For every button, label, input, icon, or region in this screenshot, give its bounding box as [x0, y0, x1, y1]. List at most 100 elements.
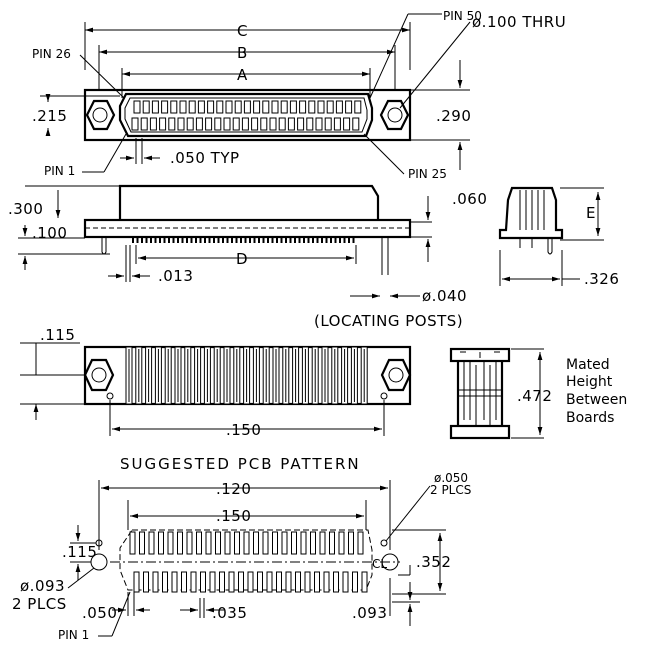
pcb-pattern: SUGGESTED PCB PATTERN .120 .150 CL ø.050…	[12, 455, 471, 642]
pcb-pad	[148, 531, 155, 555]
pin-tail	[325, 237, 328, 243]
top-pin	[297, 117, 305, 131]
top-pin	[271, 100, 279, 114]
top-pin	[241, 117, 249, 131]
label-pin1-bottom: PIN 1	[58, 628, 89, 642]
pcb-pad	[361, 571, 368, 593]
front-view: .300 .100 .060 D .013 ø.040 (LOCATING PO…	[8, 184, 487, 330]
label-hole-dia: ø.093	[20, 577, 65, 595]
mount-hole-right	[381, 553, 399, 571]
pin-tail	[303, 237, 305, 243]
top-pin	[324, 117, 332, 131]
top-pin	[315, 117, 323, 131]
top-pin	[216, 100, 224, 114]
top-pin	[159, 117, 167, 131]
pin-tail	[312, 237, 314, 243]
pcb-pad	[238, 571, 244, 593]
pin-row-lower	[131, 117, 360, 131]
pin-tail	[267, 237, 269, 243]
front-shell	[118, 184, 380, 220]
pcb-pad	[348, 531, 354, 555]
pcb-pad	[171, 571, 178, 593]
side-view: E .326	[498, 186, 619, 288]
top-pin	[306, 117, 314, 131]
dim-060: .060	[452, 190, 487, 208]
top-pin	[140, 117, 148, 131]
top-pin	[280, 100, 288, 114]
pin-tail	[298, 237, 301, 243]
dim-c: C	[237, 22, 248, 40]
pin-tail	[181, 237, 184, 243]
dim-d: D	[236, 250, 248, 268]
dim-215: .215	[32, 107, 67, 125]
pcb-pad	[190, 571, 197, 593]
pin-tail	[154, 237, 157, 243]
pcb-pad	[257, 571, 263, 593]
pcb-pad	[228, 571, 235, 593]
dim-120: .120	[216, 480, 251, 498]
pcb-pad	[224, 531, 231, 555]
pin-tail	[334, 237, 337, 243]
top-flange	[83, 88, 412, 142]
hex-nut-right	[379, 99, 410, 131]
pcb-pad	[181, 571, 187, 593]
pcb-pad	[139, 531, 145, 555]
top-pin	[207, 100, 215, 114]
pcb-pad	[333, 571, 339, 593]
top-pin	[253, 100, 261, 114]
label-boards: Boards	[566, 410, 614, 426]
dim-150b: .150	[216, 507, 251, 525]
pcb-pads	[129, 531, 368, 593]
pin-tail	[343, 237, 346, 243]
pcb-pad	[133, 571, 140, 593]
pin-tail	[136, 237, 139, 243]
side-body	[498, 186, 564, 240]
bottom-hex-right	[380, 358, 412, 392]
pin-tail	[213, 237, 215, 243]
pcb-pad	[143, 571, 149, 593]
top-pin	[177, 117, 185, 131]
label-height: Height	[566, 374, 613, 390]
pin-tail	[204, 237, 206, 243]
top-pin	[161, 100, 169, 114]
pcb-pad	[291, 531, 297, 555]
dim-013: .013	[158, 267, 193, 285]
top-pin	[214, 117, 222, 131]
label-mated: Mated	[566, 357, 610, 373]
label-plcs-count: 2 PLCS	[430, 483, 471, 497]
pcb-pad	[304, 571, 311, 593]
dim-050typ: .050 TYP	[170, 149, 240, 167]
pin-tail	[190, 237, 193, 243]
top-pin	[308, 100, 316, 114]
pin-tail	[168, 237, 170, 243]
dim-035: .035	[212, 604, 247, 622]
pin-tail	[226, 237, 229, 243]
pcb-pad	[352, 571, 358, 593]
top-pin	[133, 100, 141, 114]
top-pin	[205, 117, 213, 131]
dim-100: .100	[32, 224, 67, 242]
pin-tail	[217, 237, 220, 243]
pin-tail	[271, 237, 274, 243]
pin-tail	[258, 237, 260, 243]
bottom-contact-fins	[125, 346, 368, 405]
pcb-pad	[310, 531, 316, 555]
dim-b: B	[237, 44, 248, 62]
mated-view: .472 Mated Height Between Boards	[449, 347, 627, 440]
mated-lower-board	[449, 424, 511, 440]
top-pin	[345, 100, 353, 114]
bottom-hex-left	[83, 358, 115, 392]
pcb-pad	[209, 571, 216, 593]
pcb-pad	[247, 571, 254, 593]
top-pin	[243, 100, 251, 114]
top-pin	[278, 117, 286, 131]
top-pin	[168, 117, 176, 131]
top-pin	[251, 117, 259, 131]
pin-tail	[235, 237, 238, 243]
pin-tail	[199, 237, 202, 243]
pcb-pad	[295, 571, 301, 593]
pin-tail	[177, 237, 179, 243]
pin-tail	[289, 237, 292, 243]
dim-115a: .115	[40, 326, 75, 344]
pcb-pad	[243, 531, 250, 555]
